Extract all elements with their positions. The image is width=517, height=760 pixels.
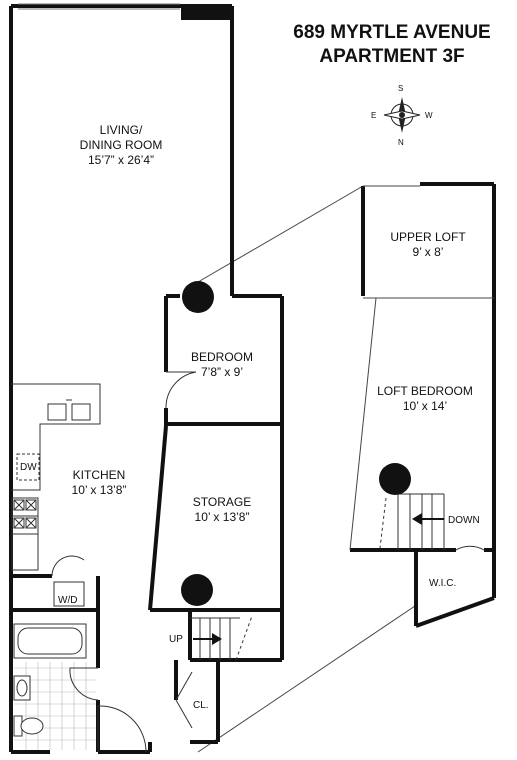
bathroom-door-swing-icon — [69, 667, 99, 701]
kitchen-name: KITCHEN — [73, 468, 126, 482]
column-marker-storage — [181, 574, 213, 606]
down-arrow-icon — [412, 513, 444, 525]
compass-north-label: N — [398, 138, 404, 147]
loft-slanted-edge — [349, 297, 377, 551]
storage-size: 10’ x 13’8” — [195, 510, 250, 524]
loft-stair — [379, 493, 445, 550]
living-room-name-2: DINING ROOM — [80, 138, 163, 152]
column-marker-loft — [379, 463, 411, 495]
stove-burners-icon — [13, 499, 37, 529]
toilet-icon — [13, 715, 44, 737]
main-walls — [9, 4, 284, 754]
stair-up-label: UP — [169, 634, 183, 645]
washer-dryer-label: W/D — [58, 595, 77, 606]
upper-loft-size: 9’ x 8’ — [413, 245, 444, 259]
living-room-size: 15’7” x 26’4” — [88, 153, 154, 167]
storage-opening — [155, 439, 165, 541]
compass-rose: S E W N — [371, 84, 433, 147]
wd-door-swing-icon — [51, 555, 85, 577]
bedroom-name: BEDROOM — [191, 350, 253, 364]
dishwasher-outline — [16, 453, 40, 481]
bedroom-door-swing-icon — [165, 371, 197, 409]
upper-loft-name: UPPER LOFT — [390, 230, 466, 244]
loft-bedroom-size: 10’ x 14’ — [403, 399, 447, 413]
dishwasher-label: DW — [20, 462, 37, 473]
kitchen-counters — [11, 383, 101, 571]
compass-west-label: W — [425, 111, 433, 120]
entry-door-swing-icon — [97, 705, 147, 753]
column-marker-bedroom — [182, 281, 214, 313]
living-window — [18, 3, 232, 20]
washer-dryer-outline — [53, 581, 85, 607]
loft-projection-lines — [197, 185, 416, 753]
up-arrow-icon — [193, 633, 222, 645]
kitchen-size: 10’ x 13’8” — [72, 483, 127, 497]
loft-walls — [350, 182, 496, 628]
apartment-title: APARTMENT 3F — [319, 46, 464, 67]
bathroom-sink-icon — [13, 675, 31, 701]
compass-south-label: S — [398, 84, 403, 93]
living-room-name-1: LIVING/ — [100, 123, 143, 137]
compass-east-label: E — [371, 111, 376, 120]
stair-down-label: DOWN — [448, 515, 480, 526]
storage-name: STORAGE — [193, 495, 251, 509]
kitchen-sink-icon — [47, 399, 91, 421]
address-title: 689 MYRTLE AVENUE — [293, 22, 490, 43]
bathtub-icon — [13, 623, 87, 659]
bedroom-size: 7’8” x 9’ — [201, 365, 243, 379]
closet-doors-icon — [175, 671, 193, 729]
loft-bedroom-name: LOFT BEDROOM — [377, 384, 473, 398]
bathroom-tile-floor — [14, 662, 96, 750]
walk-in-closet-label: W.I.C. — [429, 578, 456, 589]
wic-door-swing-icon — [455, 545, 485, 551]
closet-label: CL. — [193, 700, 209, 711]
